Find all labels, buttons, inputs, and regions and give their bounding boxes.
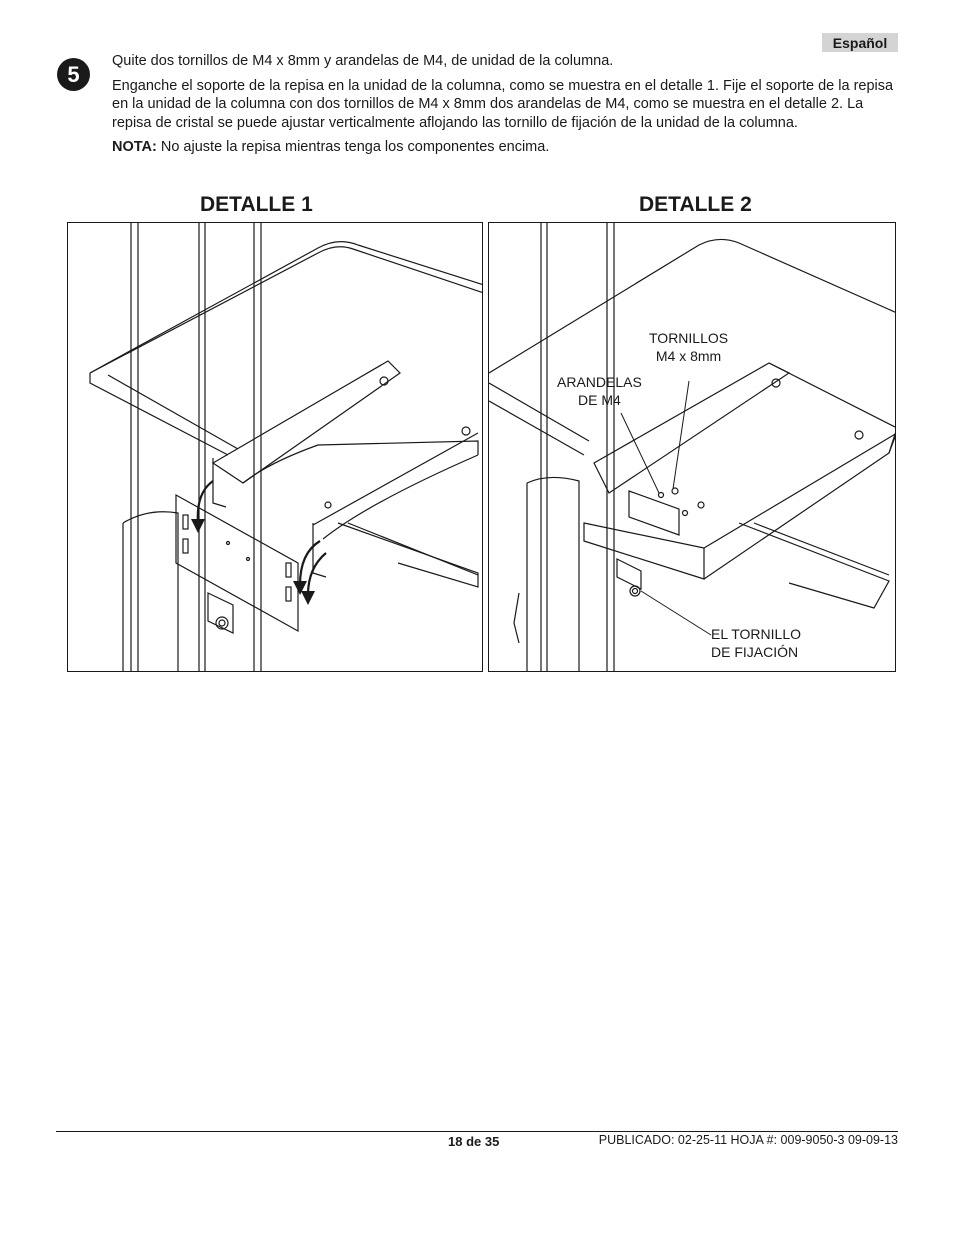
instruction-line-1-prefix: Quite dos tornillos de M4 x 8mm y arande… [112,53,472,69]
page-number: 18 de 35 [448,1134,500,1149]
callout-washers: ARANDELAS DE M4 [557,373,642,409]
callout-set-screw-line-2: DE FIJACIÓN [711,644,799,660]
callout-screws: TORNILLOS M4 x 8mm [649,329,728,365]
note-text: No ajuste la repisa mientras tenga los c… [156,139,550,155]
instruction-line-1-suffix: unidad de la columna. [471,53,614,69]
detail-2-illustration: TORNILLOS M4 x 8mm ARANDELAS DE M4 EL TO… [488,222,896,672]
callout-washers-line-1: ARANDELAS [557,374,642,390]
instructions-block: Quite dos tornillos de M4 x 8mm y arande… [112,52,902,163]
footer-divider [56,1131,898,1132]
publication-info: PUBLICADO: 02-25-11 HOJA #: 009-9050-3 0… [598,1133,898,1147]
callout-screws-line-1: TORNILLOS [649,330,729,346]
detail-1-drawing [89,223,482,671]
note-paragraph: NOTA: No ajuste la repisa mientras tenga… [112,138,902,157]
step-number-badge: 5 [57,58,90,91]
detail-2-title: DETALLE 2 [639,193,752,216]
detail-1-title: DETALLE 1 [200,193,313,216]
detail-2-drawing [489,223,895,671]
callout-set-screw: EL TORNILLO DE FIJACIÓN [711,625,801,661]
instruction-paragraph-2: Enganche el soporte de la repisa en la u… [112,77,894,131]
callout-set-screw-line-1: EL TORNILLO [711,626,802,642]
detail-1-illustration [67,222,483,672]
callout-washers-line-2: DE M4 [578,392,621,408]
language-badge: Español [822,33,898,52]
note-label: NOTA: [112,139,157,155]
callout-screws-line-2: M4 x 8mm [655,348,722,364]
instruction-line-1: Quite dos tornillos de M4 x 8mm y arande… [112,52,902,71]
